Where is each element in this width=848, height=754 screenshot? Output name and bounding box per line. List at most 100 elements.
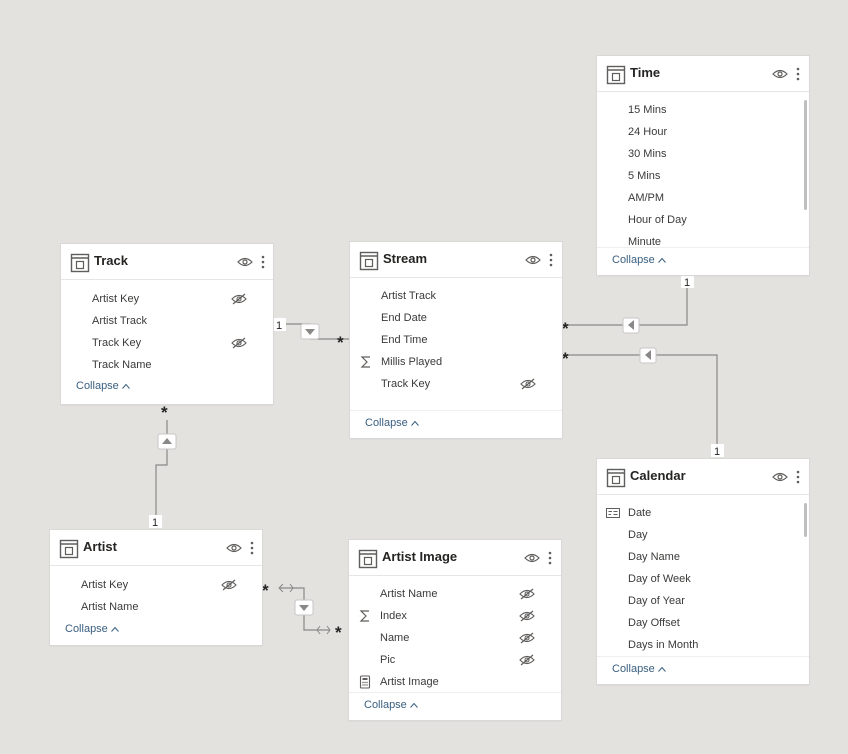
field-name: Artist Track — [381, 290, 437, 302]
field-row[interactable]: Index — [349, 605, 561, 627]
field-name: Artist Name — [380, 588, 438, 600]
field-row[interactable]: End Date — [350, 307, 562, 329]
more-options-icon[interactable] — [547, 550, 553, 566]
field-row[interactable]: AM/PM — [597, 187, 809, 209]
field-row[interactable]: Track Key — [61, 332, 273, 354]
field-row[interactable]: Pic — [349, 649, 561, 671]
table-footer: Collapse — [349, 692, 561, 720]
visibility-eye-icon[interactable] — [772, 68, 788, 80]
rel-direction-track-stream — [300, 323, 320, 340]
collapse-button[interactable]: Collapse — [612, 663, 666, 675]
field-row[interactable]: End Time — [350, 329, 562, 351]
collapse-label: Collapse — [365, 417, 408, 429]
hidden-eye-icon — [231, 337, 247, 349]
field-name: End Time — [381, 334, 428, 346]
field-name: 5 Mins — [628, 170, 661, 182]
field-row[interactable]: Artist Name — [349, 583, 561, 605]
hidden-eye-icon — [519, 654, 535, 666]
table-card-track[interactable]: Track Artist Key Artist Track Track Key … — [61, 244, 273, 404]
card-time-stream-1: 1 — [684, 277, 690, 289]
rel-line-calendar-stream — [562, 354, 718, 445]
field-name: End Date — [381, 312, 427, 324]
visibility-eye-icon[interactable] — [226, 542, 242, 554]
field-row[interactable]: Days in Month — [597, 634, 809, 656]
collapse-button[interactable]: Collapse — [76, 380, 130, 392]
field-name: Day Offset — [628, 617, 680, 629]
field-row[interactable]: 30 Mins — [597, 143, 809, 165]
collapse-button[interactable]: Collapse — [65, 623, 119, 635]
table-card-stream[interactable]: Stream Artist Track End Date End Time Mi… — [350, 242, 562, 438]
table-icon — [359, 251, 379, 271]
table-card-artist[interactable]: Artist Artist Key Artist Name Collapse — [50, 530, 262, 645]
table-footer: Collapse — [61, 374, 273, 404]
field-row[interactable]: 15 Mins — [597, 99, 809, 121]
field-row[interactable]: Artist Track — [350, 285, 562, 307]
field-row[interactable]: Artist Key — [50, 574, 262, 596]
visibility-eye-icon[interactable] — [772, 471, 788, 483]
more-options-icon[interactable] — [249, 540, 255, 556]
field-row[interactable]: Track Key — [350, 373, 562, 395]
rel-direction-artist-track — [157, 433, 177, 450]
field-row[interactable]: Day Offset — [597, 612, 809, 634]
field-name: Minute — [628, 236, 662, 245]
rel-line-time-stream — [562, 284, 688, 326]
table-icon — [606, 65, 626, 85]
field-row[interactable]: Date — [597, 502, 809, 524]
card-artist-artistimage-many-a: * — [262, 581, 269, 600]
field-row[interactable]: Minute — [597, 231, 809, 245]
field-name: Hour of Day — [628, 214, 687, 226]
chevron-up-icon — [110, 626, 119, 632]
field-name: 30 Mins — [628, 148, 667, 160]
table-header-track[interactable]: Track — [61, 244, 273, 280]
field-row[interactable]: 5 Mins — [597, 165, 809, 187]
field-row[interactable]: Name — [349, 627, 561, 649]
field-row[interactable]: 24 Hour — [597, 121, 809, 143]
table-icon — [70, 253, 90, 273]
chevron-up-icon — [657, 257, 666, 263]
field-name: Day of Week — [628, 573, 691, 585]
field-row[interactable]: Artist Track — [61, 310, 273, 332]
collapse-button[interactable]: Collapse — [365, 417, 419, 429]
collapse-label: Collapse — [612, 663, 655, 675]
more-options-icon[interactable] — [795, 469, 801, 485]
more-options-icon[interactable] — [548, 252, 554, 268]
table-card-artist-image[interactable]: Artist Image Artist Name Index Name Pic … — [349, 540, 561, 720]
table-header-time[interactable]: Time — [597, 56, 809, 92]
more-options-icon[interactable] — [260, 254, 266, 270]
collapse-button[interactable]: Collapse — [612, 254, 666, 266]
more-options-icon[interactable] — [795, 66, 801, 82]
visibility-eye-icon[interactable] — [525, 254, 541, 266]
field-row[interactable]: Day of Year — [597, 590, 809, 612]
field-row[interactable]: Day — [597, 524, 809, 546]
field-row[interactable]: Track Name — [61, 354, 273, 376]
table-card-time[interactable]: Time 15 Mins 24 Hour 30 Mins 5 Mins AM/P… — [597, 56, 809, 275]
table-header-stream[interactable]: Stream — [350, 242, 562, 278]
table-header-calendar[interactable]: Calendar — [597, 459, 809, 495]
collapse-label: Collapse — [612, 254, 655, 266]
field-row[interactable]: Artist Image — [349, 671, 561, 693]
chevron-up-icon — [409, 702, 418, 708]
field-row[interactable]: Artist Key — [61, 288, 273, 310]
table-footer: Collapse — [50, 617, 262, 645]
table-header-artist[interactable]: Artist — [50, 530, 262, 566]
visibility-eye-icon[interactable] — [237, 256, 253, 268]
table-footer: Collapse — [597, 247, 809, 275]
sigma-icon — [360, 356, 370, 368]
field-row[interactable]: Hour of Day — [597, 209, 809, 231]
field-name: Track Key — [92, 337, 142, 349]
visibility-eye-icon[interactable] — [524, 552, 540, 564]
collapse-label: Collapse — [364, 699, 407, 711]
hidden-eye-icon — [221, 579, 237, 591]
field-row[interactable]: Millis Played — [350, 351, 562, 373]
table-card-calendar[interactable]: Calendar Date Day Day Name Day of Week D… — [597, 459, 809, 684]
collapse-button[interactable]: Collapse — [364, 699, 418, 711]
table-title: Artist — [83, 539, 117, 554]
card-calendar-stream-many: * — [562, 349, 569, 368]
field-row[interactable]: Artist Name — [50, 596, 262, 618]
scrollbar[interactable] — [804, 100, 807, 210]
field-row[interactable]: Day of Week — [597, 568, 809, 590]
scrollbar[interactable] — [804, 503, 807, 537]
chevron-up-icon — [657, 666, 666, 672]
field-row[interactable]: Day Name — [597, 546, 809, 568]
table-header-artist-image[interactable]: Artist Image — [349, 540, 561, 576]
